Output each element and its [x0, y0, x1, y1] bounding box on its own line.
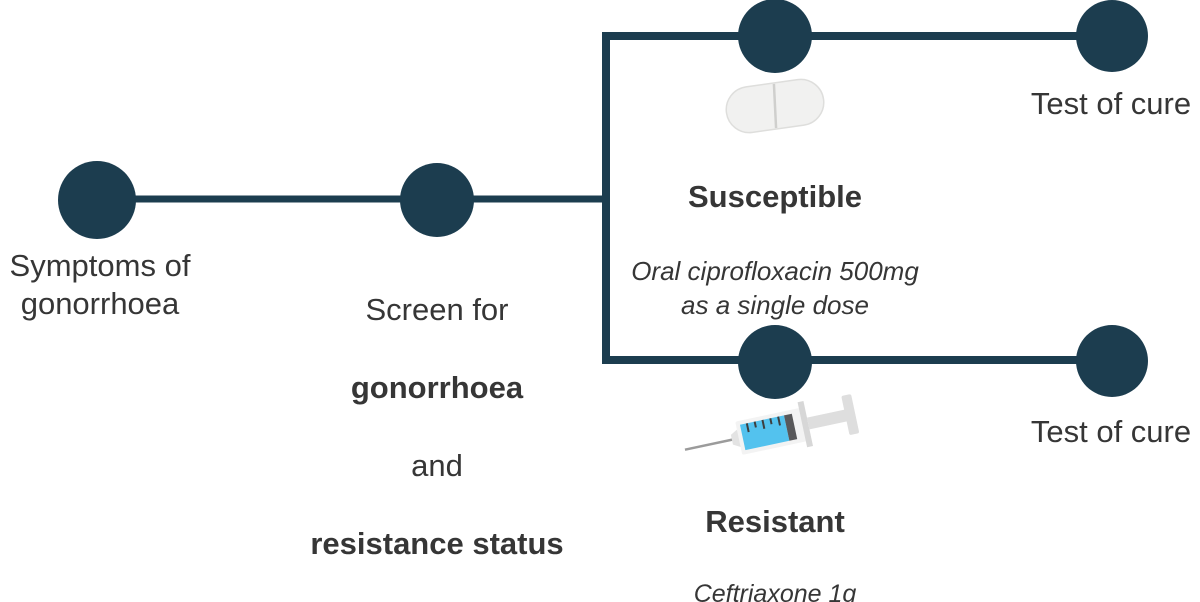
syringe-tick	[761, 419, 766, 429]
syringe-icon	[684, 394, 859, 455]
syringe-flange	[797, 401, 813, 448]
syringe-needle	[684, 437, 737, 451]
syringe-tick	[777, 416, 781, 426]
susceptible-block: Susceptible Oral ciprofloxacin 500mg as …	[631, 140, 919, 360]
resistant-detail: Ceftriaxone 1g intramuscular injection a…	[693, 580, 857, 602]
node-susceptible-circle	[738, 0, 812, 73]
symptoms-label: Symptoms of gonorrhoea	[9, 248, 191, 321]
node-test-of-cure-bottom-circle	[1076, 325, 1148, 397]
syringe-tick	[753, 421, 757, 428]
pill-divider	[772, 83, 778, 129]
resistant-title: Resistant	[705, 504, 845, 539]
screen-label: Screen for gonorrhoea and resistance sta…	[310, 251, 563, 602]
branch-connector-line	[602, 32, 1112, 364]
node-symptoms-circle	[58, 161, 136, 239]
node-resistant-circle	[738, 325, 812, 399]
syringe-plunger-shaft	[806, 408, 851, 430]
syringe-plunger-handle	[841, 394, 859, 435]
test-of-cure-bottom-label: Test of cure	[1030, 414, 1192, 449]
syringe-stopper	[783, 413, 798, 441]
susceptible-detail: Oral ciprofloxacin 500mg as a single dos…	[631, 256, 919, 320]
syringe-tick	[745, 423, 750, 433]
screen-label-line1: Screen for	[365, 292, 509, 327]
syringe-liquid	[739, 415, 790, 451]
pill-icon	[725, 78, 825, 134]
node-test-of-cure-top-circle	[1076, 0, 1148, 72]
node-screen-circle	[400, 163, 474, 237]
syringe-tick	[769, 418, 773, 425]
test-of-cure-top-label: Test of cure	[1030, 86, 1192, 121]
susceptible-title: Susceptible	[687, 179, 862, 214]
screen-label-line2: gonorrhoea	[350, 370, 524, 405]
resistant-block: Resistant Ceftriaxone 1g intramuscular i…	[651, 464, 900, 602]
screen-label-line3: and	[411, 448, 463, 483]
screen-label-line4: resistance status	[310, 526, 564, 561]
